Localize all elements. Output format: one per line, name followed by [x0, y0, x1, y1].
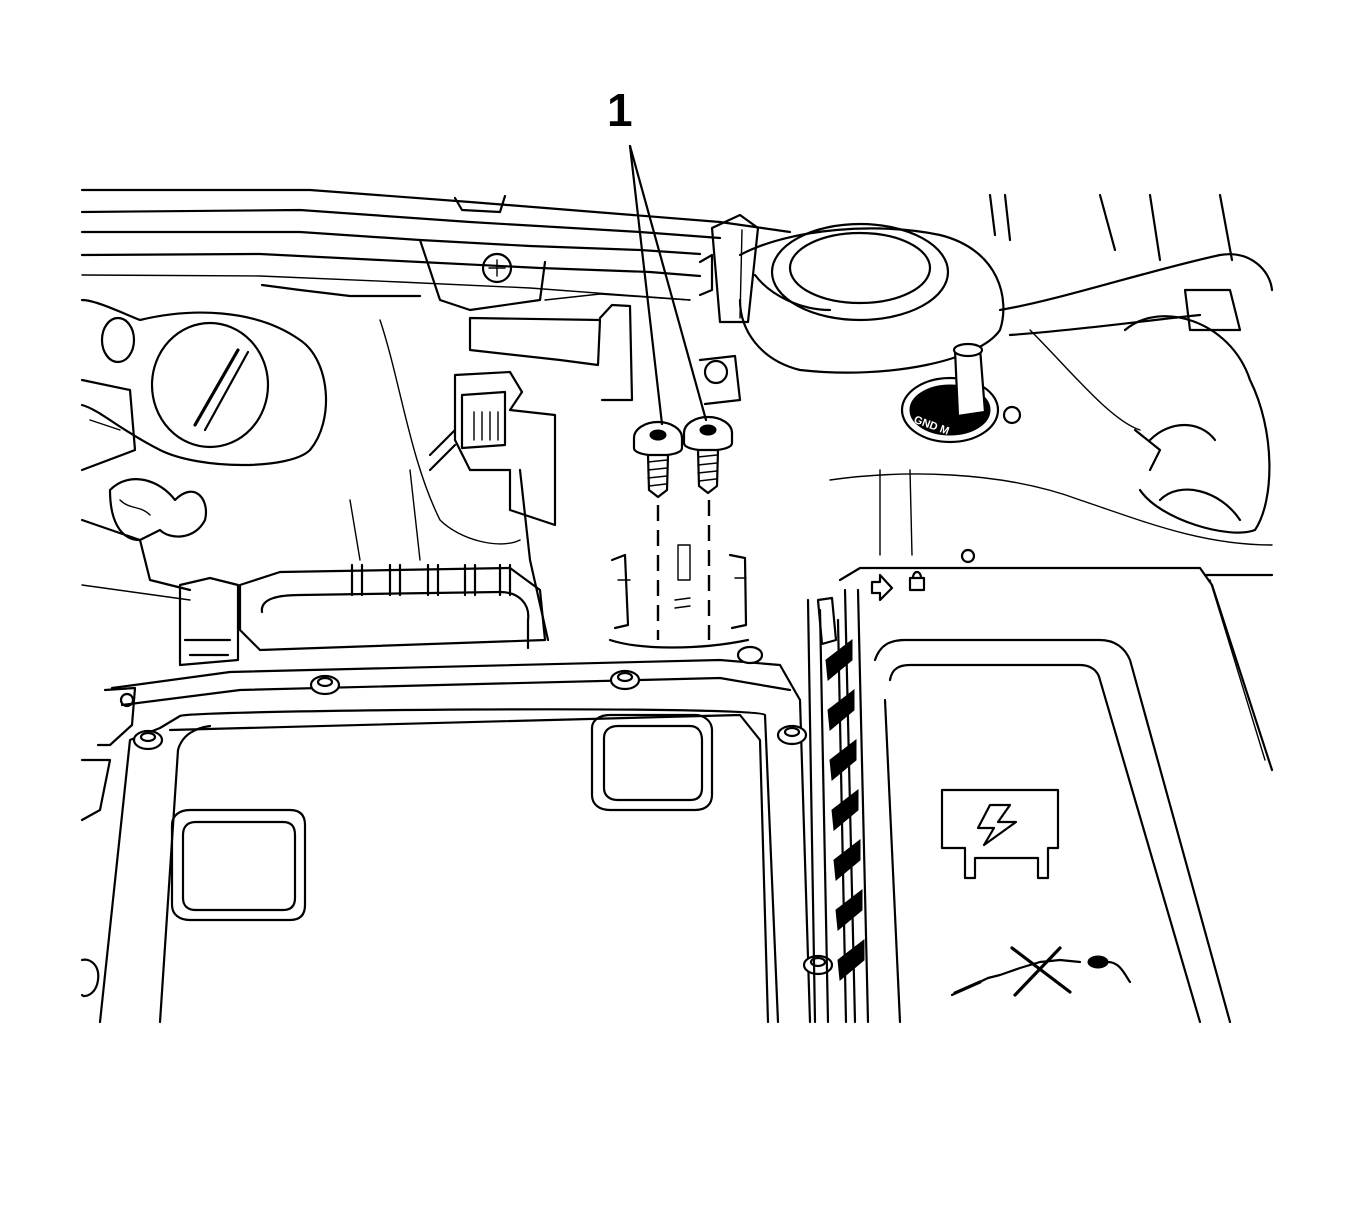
leader-line-right [628, 144, 708, 422]
cover-bolt-2 [609, 669, 641, 691]
callout-1: 1 [607, 84, 708, 426]
center-connector [349, 303, 634, 642]
mounting-bracket [608, 544, 750, 649]
crossed-probe-icon [950, 946, 1132, 997]
reservoir-cap [80, 298, 328, 601]
cover-bolt-1 [309, 674, 341, 696]
hv-cover [806, 548, 1274, 1024]
screw-right [682, 415, 734, 495]
ribbed-connector [178, 563, 547, 667]
ground-stud: GND M [900, 342, 1022, 444]
strut-mount [698, 193, 1274, 577]
leader-line-left [628, 144, 664, 426]
cover-bolt-3 [132, 729, 164, 751]
screw-left [632, 420, 684, 499]
cover-bolt-6 [736, 645, 764, 665]
upper-cowl [80, 188, 792, 312]
power-module [80, 645, 834, 1024]
cover-bolt-5 [802, 954, 834, 976]
callout-label: 1 [607, 84, 633, 136]
lightning-bolt-icon [940, 788, 1060, 880]
cover-bolt-4 [776, 724, 808, 746]
